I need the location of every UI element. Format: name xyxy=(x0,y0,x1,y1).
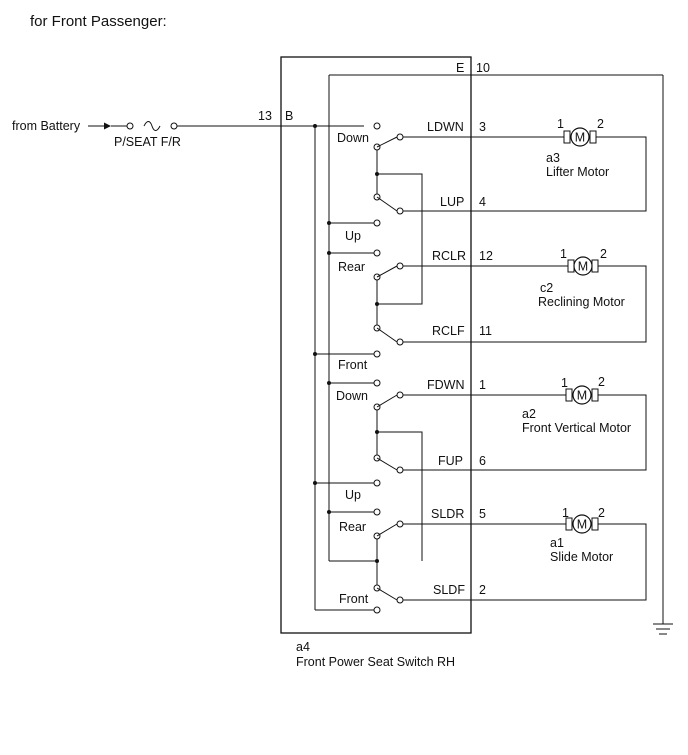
vertical-switch: Down Up xyxy=(336,379,423,561)
slide-front-label: Front xyxy=(339,592,369,606)
battery-feed: from Battery P/SEAT F/R xyxy=(12,119,281,149)
slide-motor: M 1 2 a1 Slide Motor xyxy=(550,506,613,564)
switch-name: Front Power Seat Switch RH xyxy=(296,655,455,669)
ground-icon xyxy=(653,75,673,635)
vertical-down-label: Down xyxy=(336,389,368,403)
pin-sldr-number: 5 xyxy=(479,507,486,521)
pin-e-number: 10 xyxy=(476,61,490,75)
reclining-motor-pin1: 1 xyxy=(560,247,567,261)
pin-fdwn-name: FDWN xyxy=(427,378,465,392)
source-label: from Battery xyxy=(12,119,81,133)
slide-motor-pin2: 2 xyxy=(598,506,605,520)
vertical-motor-pin2: 2 xyxy=(598,375,605,389)
pin-rclr-number: 12 xyxy=(479,249,493,263)
lifter-motor-name: Lifter Motor xyxy=(546,165,609,179)
fuse-label: P/SEAT F/R xyxy=(114,135,181,149)
reclining-motor-code: c2 xyxy=(540,281,553,295)
slide-motor-pin1: 1 xyxy=(562,506,569,520)
recline-switch: Rear Front xyxy=(338,249,404,372)
pin-ldwn-number: 3 xyxy=(479,120,486,134)
pin-e-name: E xyxy=(456,61,464,75)
output-wires xyxy=(403,136,647,601)
feed-arrow-icon xyxy=(104,122,111,130)
switch-housing xyxy=(280,56,472,634)
pin-sldf-name: SLDF xyxy=(433,583,465,597)
pin-fdwn-number: 1 xyxy=(479,378,486,392)
pin-sldf-number: 2 xyxy=(479,583,486,597)
pin-b-name: B xyxy=(285,109,293,123)
motor-icon xyxy=(573,256,593,276)
motor-icon xyxy=(572,514,592,534)
slide-rear-label: Rear xyxy=(339,520,366,534)
lifter-up-label: Up xyxy=(345,229,361,243)
diagram-title: for Front Passenger: xyxy=(30,13,167,30)
lifter-motor-code: a3 xyxy=(546,151,560,165)
pin-fup-number: 6 xyxy=(479,454,486,468)
svg-text:M: M xyxy=(577,518,587,532)
lifter-switch: Down Up xyxy=(337,122,423,305)
slide-motor-code: a1 xyxy=(550,536,564,550)
vertical-motor: M 1 2 a2 Front Vertical Motor xyxy=(522,375,631,435)
slide-motor-name: Slide Motor xyxy=(550,550,613,564)
pin-rclf-number: 11 xyxy=(479,324,492,338)
reclining-motor: M 1 2 c2 Reclining Motor xyxy=(538,247,625,309)
lifter-down-label: Down xyxy=(337,131,369,145)
vertical-motor-code: a2 xyxy=(522,407,536,421)
slide-switch: Rear Front xyxy=(339,508,404,614)
lifter-motor: M 1 2 a3 Lifter Motor xyxy=(546,117,609,179)
recline-rear-label: Rear xyxy=(338,260,365,274)
ground-bus xyxy=(327,74,663,563)
svg-text:M: M xyxy=(577,389,587,403)
reclining-motor-name: Reclining Motor xyxy=(538,295,625,309)
pin-rclf-name: RCLF xyxy=(432,324,465,338)
switch-code: a4 xyxy=(296,640,310,654)
pin-sldr-name: SLDR xyxy=(431,507,464,521)
fuse-icon xyxy=(143,121,161,131)
pin-b-number: 13 xyxy=(258,109,272,123)
vertical-motor-pin1: 1 xyxy=(561,376,568,390)
svg-text:M: M xyxy=(578,260,588,274)
lifter-motor-pin1: 1 xyxy=(557,117,564,131)
pin-fup-name: FUP xyxy=(438,454,463,468)
pin-lup-name: LUP xyxy=(440,195,464,209)
pin-lup-number: 4 xyxy=(479,195,486,209)
vertical-up-label: Up xyxy=(345,488,361,502)
vertical-motor-name: Front Vertical Motor xyxy=(522,421,631,435)
svg-text:M: M xyxy=(575,131,585,145)
recline-front-label: Front xyxy=(338,358,368,372)
pin-ldwn-name: LDWN xyxy=(427,120,464,134)
battery-bus xyxy=(281,124,374,611)
motor-icon xyxy=(570,127,590,147)
motor-icon xyxy=(572,385,592,405)
pin-rclr-name: RCLR xyxy=(432,249,466,263)
reclining-motor-pin2: 2 xyxy=(600,247,607,261)
lifter-motor-pin2: 2 xyxy=(597,117,604,131)
